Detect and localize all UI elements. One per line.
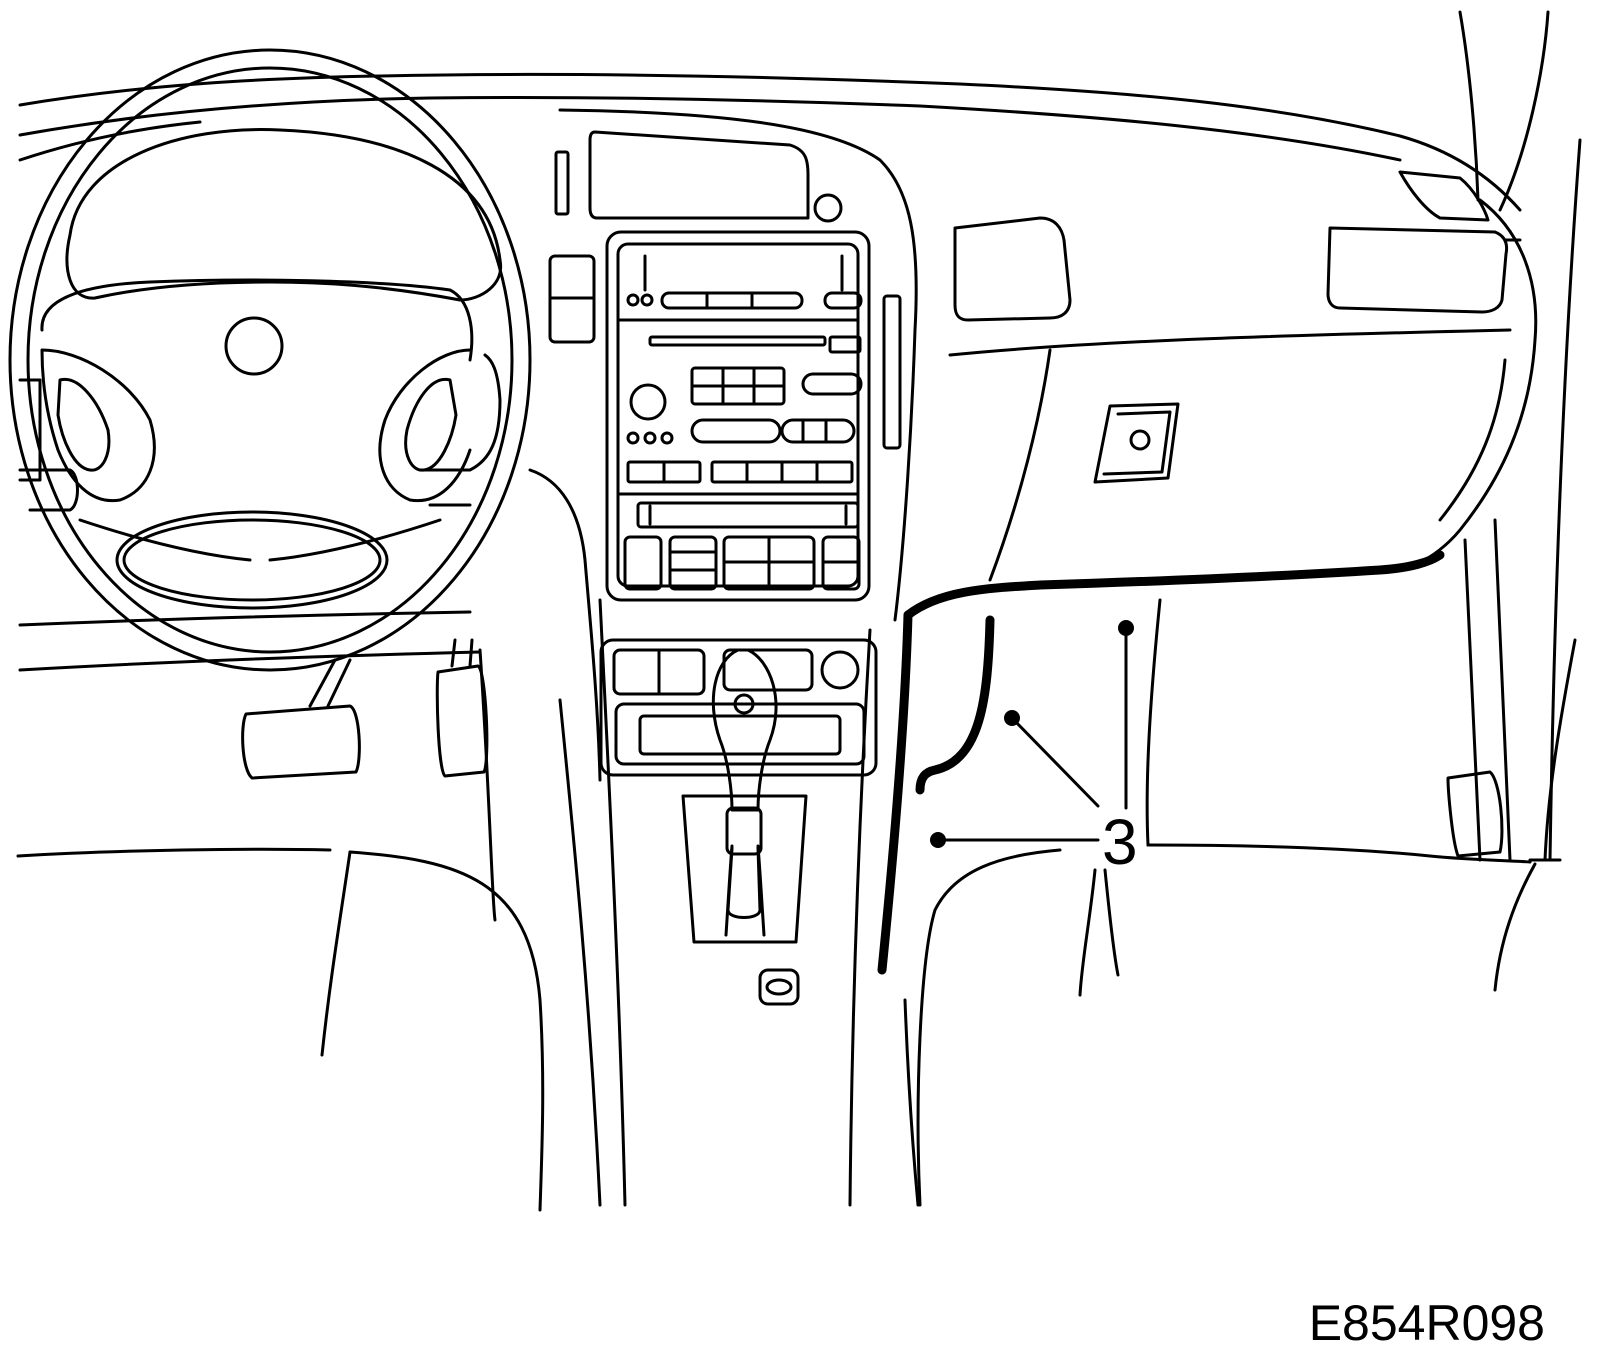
- callout-leaders: [930, 620, 1134, 848]
- callout-number: 3: [1102, 806, 1138, 878]
- passenger-dash: [953, 170, 1532, 864]
- figure-code: E854R098: [1309, 1295, 1545, 1348]
- harness-route: [877, 550, 1445, 975]
- steering-wheel: [8, 48, 532, 672]
- dashboard-outline: [18, 10, 1582, 862]
- center-stack: [528, 108, 920, 1207]
- footwell-and-seats: [16, 638, 1537, 1212]
